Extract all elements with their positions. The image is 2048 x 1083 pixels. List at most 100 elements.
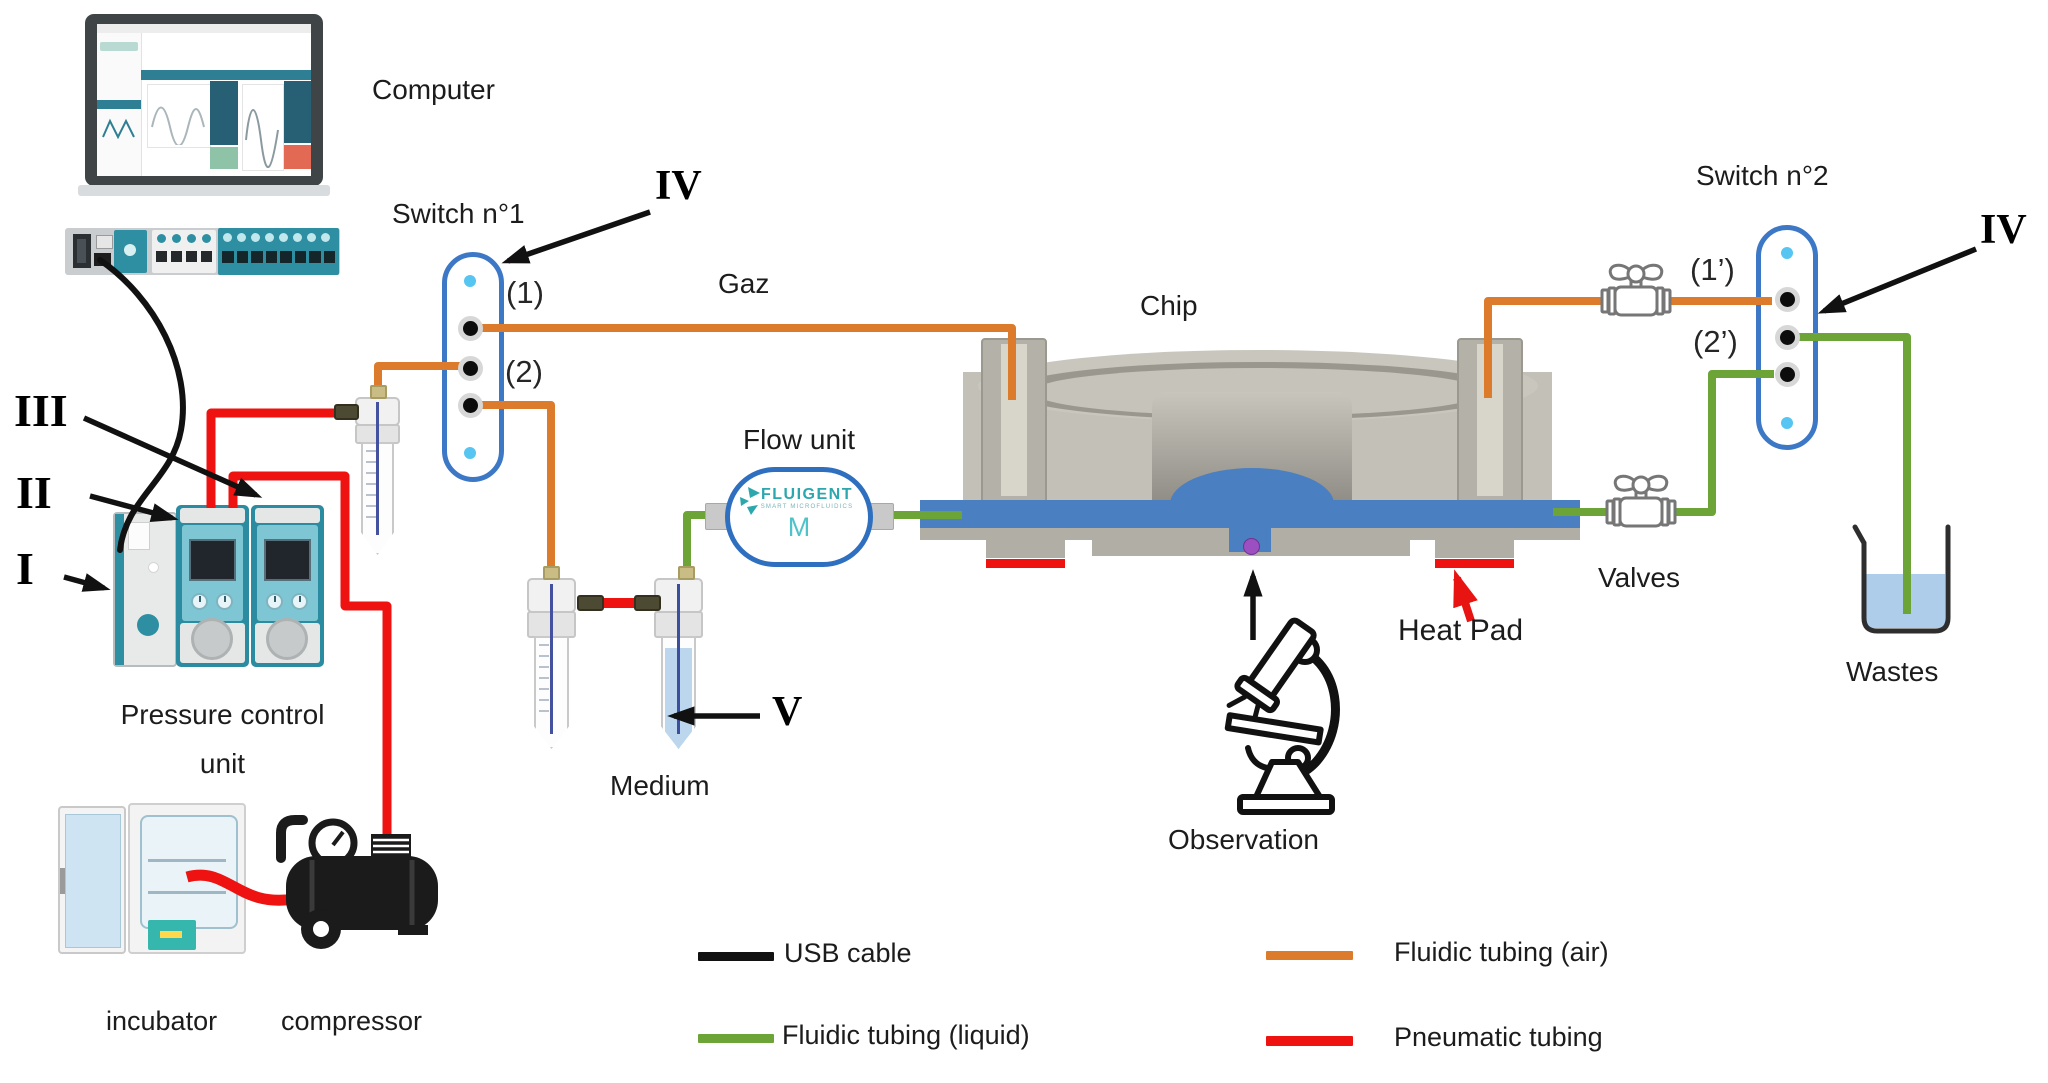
rack-device <box>65 228 340 275</box>
compressor-icon <box>276 815 438 949</box>
rack-port <box>186 251 197 262</box>
screen-tealbar <box>141 70 311 80</box>
rack-port-led <box>265 233 274 242</box>
incubator-chamber <box>140 815 238 929</box>
arrow-I-to-controller <box>63 573 111 592</box>
incubator-shelf-2 <box>148 891 226 894</box>
rack-port-led <box>237 233 246 242</box>
microscope-icon <box>1224 617 1340 815</box>
rack-ports-white-top <box>152 230 216 247</box>
callout-IV-left: IV <box>655 163 702 209</box>
switch1-port-1 <box>458 316 483 341</box>
module1-knob-left <box>191 593 208 610</box>
pressure-module-1 <box>176 505 249 667</box>
switch1-indicator-top <box>464 275 476 287</box>
rack-port <box>171 251 182 262</box>
wastes-label: Wastes <box>1846 656 1939 687</box>
usb-cable <box>97 257 186 553</box>
chip-foot-right <box>1435 540 1514 558</box>
valves-label: Valves <box>1598 562 1680 593</box>
screen-topbar <box>97 24 311 33</box>
arrow-IV-to-switch2 <box>1817 246 1978 314</box>
rack-section-white <box>152 230 216 273</box>
chip-tower-right-bore <box>1477 344 1503 496</box>
rack-port-led <box>187 234 196 243</box>
rack-port-led <box>223 233 232 242</box>
callout-II: II <box>16 467 52 518</box>
incubator-label: incubator <box>106 1006 218 1036</box>
compressor-handle <box>276 815 308 863</box>
rack-port <box>156 251 167 262</box>
valve-icon-liquid <box>1605 474 1677 528</box>
rack-logo-glyph <box>124 244 136 256</box>
bottleC-fitting <box>678 566 695 580</box>
arrow-III-to-module <box>82 415 263 498</box>
module2-knob-right <box>291 593 308 610</box>
sidebar-band <box>97 100 141 109</box>
microscope-collar <box>1234 674 1280 714</box>
chip-tower-left-bore <box>1001 344 1027 496</box>
switch1-indicator-bottom <box>464 447 476 459</box>
screen-panel-dark-1 <box>210 81 238 145</box>
microscope-eyepiece <box>1245 617 1317 703</box>
microscope-top-knob <box>1290 635 1320 665</box>
module1-knob-right <box>216 593 233 610</box>
chip-label: Chip <box>1140 290 1198 321</box>
compressor-tank <box>286 856 438 930</box>
rack-port-led <box>293 233 302 242</box>
bottleB-fitting <box>543 566 560 580</box>
switch1-port1-label: (1) <box>506 275 544 310</box>
air-gaz-line <box>480 324 1016 400</box>
fluigent-brand: FLUIGENT <box>761 486 853 503</box>
callout-III: III <box>14 385 68 436</box>
microscope-diaphragm <box>1245 745 1285 772</box>
compressor-gauge <box>308 818 358 868</box>
rack-slot-inner <box>77 239 86 263</box>
switch2-indicator-bottom <box>1781 417 1793 429</box>
compressor-label: compressor <box>281 1006 423 1036</box>
screen-panel-coral <box>284 145 311 169</box>
bottleC-left-connector <box>634 595 661 611</box>
switch2-port-3 <box>1775 362 1800 387</box>
microscope-objectives <box>1226 694 1261 726</box>
rack-port <box>280 251 292 263</box>
rack-usb-port-top <box>96 235 113 249</box>
microscope-focus-knob <box>1285 745 1311 771</box>
switch2-label: Switch n°2 <box>1696 160 1829 191</box>
incubator-shelf-1 <box>148 859 226 862</box>
screen-panel-green <box>210 147 238 169</box>
chip-foot-left <box>986 540 1065 558</box>
controller-button <box>137 614 159 636</box>
computer-laptop <box>85 14 323 186</box>
screen-chart-1 <box>147 84 211 148</box>
controller-dot <box>148 562 159 573</box>
compressor-intake <box>371 834 411 858</box>
rack-port <box>294 251 306 263</box>
rack-slot <box>73 234 91 268</box>
pressure-unit-label: Pressure control unit <box>90 690 355 788</box>
rack-port-led <box>307 233 316 242</box>
chart-2-curve <box>245 109 279 168</box>
callout-IV-right: IV <box>1980 207 2027 253</box>
switch2-port-1 <box>1775 287 1800 312</box>
module1-topcap <box>180 508 245 523</box>
rack-port <box>265 251 277 263</box>
rack-section-teal <box>218 228 339 275</box>
observation-label: Observation <box>1168 824 1319 855</box>
rack-port <box>323 251 335 263</box>
bottleA-diptube <box>376 402 379 535</box>
legend-air-label: Fluidic tubing (air) <box>1394 937 1609 967</box>
microscope-pillar <box>1253 759 1323 800</box>
rack-ports-teal-bottom <box>218 247 339 267</box>
rack-usb-port <box>94 253 111 266</box>
medium-label: Medium <box>610 770 710 801</box>
pressure-module-2 <box>251 505 324 667</box>
screen-chart-2 <box>242 84 284 171</box>
pressure-unit-label-line1: Pressure control <box>120 699 325 730</box>
fluigent-model: M <box>787 512 811 542</box>
sidebar-mini-chart <box>102 118 135 140</box>
legend-liquid-label: Fluidic tubing (liquid) <box>782 1020 1030 1050</box>
rack-port-led <box>321 233 330 242</box>
microscope-arm <box>1267 643 1340 783</box>
